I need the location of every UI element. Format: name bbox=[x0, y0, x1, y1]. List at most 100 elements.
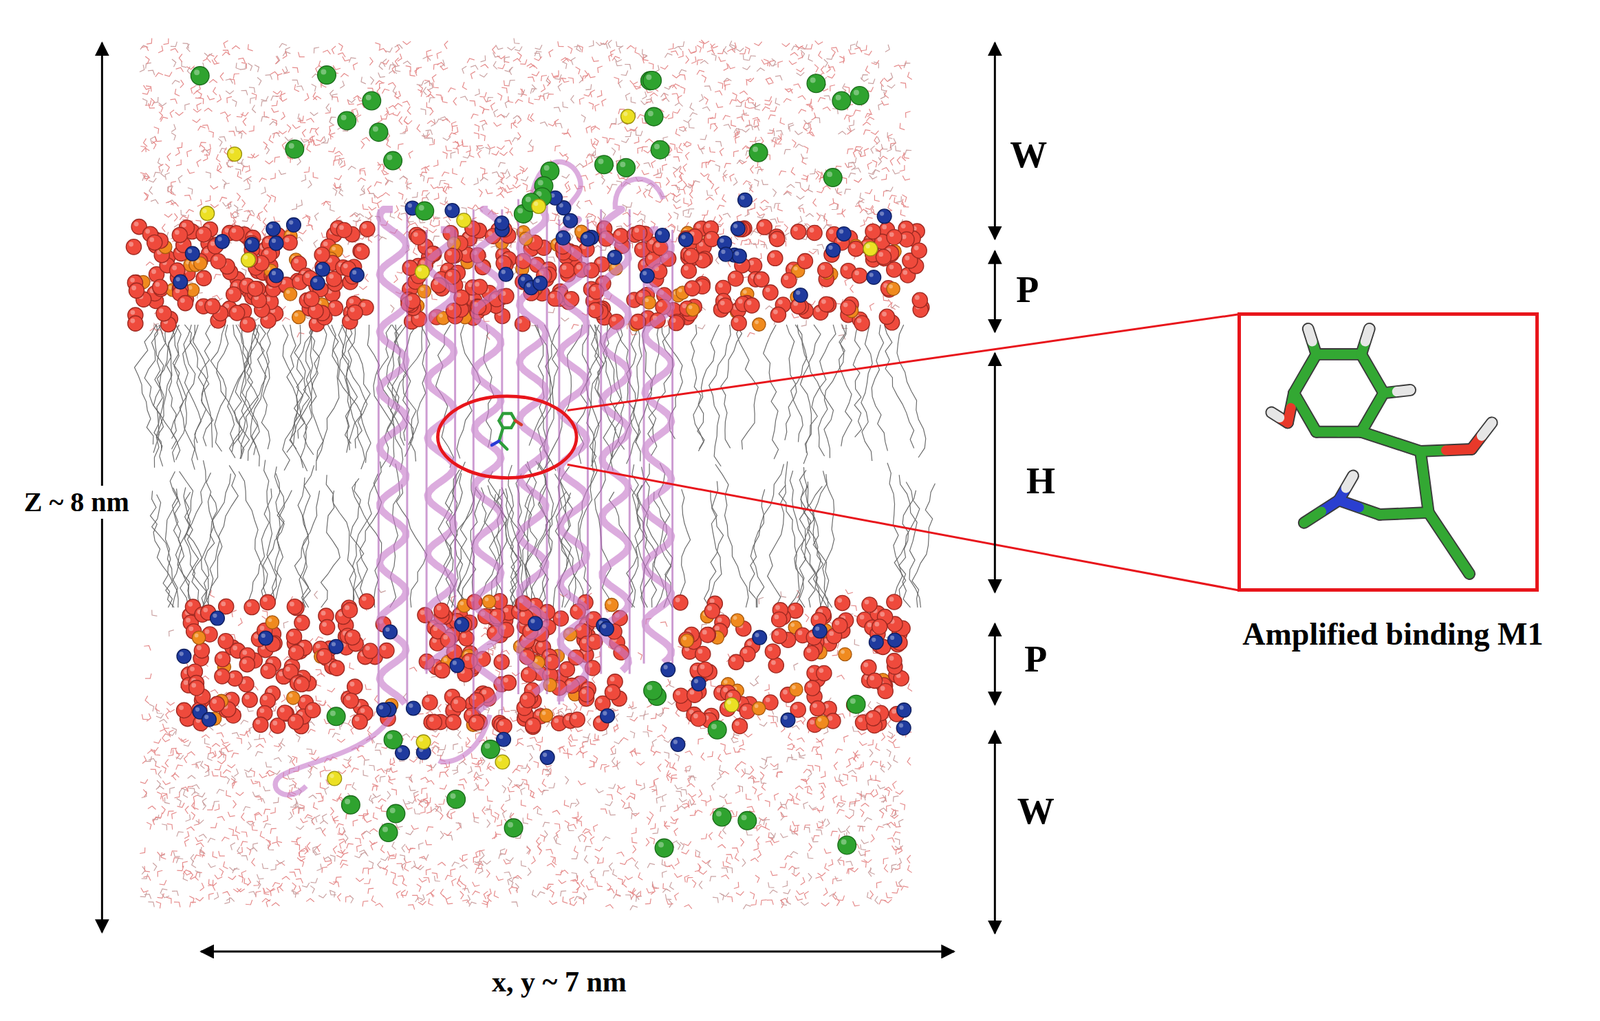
water-molecule bbox=[780, 117, 785, 125]
water-molecule bbox=[414, 68, 419, 76]
water-molecule bbox=[315, 136, 324, 142]
water-molecule bbox=[246, 176, 252, 185]
water-molecule bbox=[892, 138, 897, 146]
water-molecule bbox=[497, 92, 502, 101]
water-molecule bbox=[902, 175, 911, 181]
water-molecule bbox=[750, 165, 754, 174]
water-molecule bbox=[185, 209, 194, 214]
water-molecule bbox=[165, 163, 170, 172]
water-molecule bbox=[573, 811, 578, 818]
water-molecule bbox=[202, 58, 211, 63]
water-molecule bbox=[883, 190, 889, 197]
water-molecule bbox=[672, 74, 681, 78]
water-molecule bbox=[785, 88, 793, 94]
water-molecule bbox=[517, 89, 525, 95]
water-molecule bbox=[370, 76, 374, 85]
water-molecule bbox=[665, 177, 670, 186]
water-molecule bbox=[462, 153, 471, 158]
water-molecule bbox=[174, 213, 178, 222]
water-molecule bbox=[186, 826, 194, 831]
water-molecule bbox=[399, 176, 408, 180]
water-molecule bbox=[718, 214, 723, 223]
water-molecule bbox=[834, 776, 842, 782]
water-molecule bbox=[504, 140, 512, 146]
water-molecule bbox=[493, 61, 497, 70]
water-molecule bbox=[683, 118, 691, 123]
water-molecule bbox=[650, 92, 659, 97]
water-molecule bbox=[895, 145, 902, 151]
water-molecule bbox=[531, 71, 540, 76]
water-molecule bbox=[861, 74, 868, 80]
water-molecule bbox=[175, 147, 180, 156]
water-molecule bbox=[398, 143, 404, 150]
water-molecule bbox=[540, 84, 545, 93]
water-molecule bbox=[808, 54, 814, 62]
water-molecule bbox=[722, 193, 727, 202]
water-molecule bbox=[643, 189, 647, 198]
water-molecule bbox=[231, 835, 239, 840]
water-molecule bbox=[282, 68, 290, 74]
water-molecule bbox=[794, 130, 803, 135]
water-molecule bbox=[848, 115, 854, 123]
water-molecule bbox=[588, 72, 596, 78]
water-molecule bbox=[784, 855, 793, 860]
water-molecule bbox=[462, 81, 467, 90]
water-molecule bbox=[200, 882, 205, 891]
water-molecule bbox=[311, 83, 317, 92]
water-molecule bbox=[597, 90, 602, 97]
water-molecule bbox=[315, 827, 324, 832]
water-molecule bbox=[567, 46, 572, 54]
water-molecule bbox=[815, 40, 824, 45]
water-molecule bbox=[588, 102, 594, 110]
water-molecule bbox=[592, 126, 601, 131]
water-molecule bbox=[795, 143, 804, 148]
water-molecule bbox=[452, 147, 459, 154]
water-molecule bbox=[762, 179, 769, 185]
water-molecule bbox=[247, 44, 253, 51]
water-molecule bbox=[167, 823, 173, 829]
water-molecule bbox=[171, 80, 180, 85]
water-molecule bbox=[804, 891, 809, 900]
water-molecule bbox=[783, 98, 792, 103]
water-molecule bbox=[731, 120, 737, 127]
water-molecule bbox=[150, 98, 155, 107]
water-molecule bbox=[863, 130, 871, 135]
water-molecule bbox=[744, 119, 750, 127]
water-molecule bbox=[773, 203, 781, 209]
water-molecule bbox=[784, 232, 790, 241]
water-molecule bbox=[880, 78, 884, 87]
water-molecule bbox=[213, 87, 217, 96]
water-molecule bbox=[482, 123, 487, 131]
water-molecule bbox=[495, 44, 504, 50]
water-molecule bbox=[426, 892, 435, 897]
water-molecule bbox=[374, 42, 380, 50]
water-molecule bbox=[434, 220, 439, 227]
water-molecule bbox=[886, 144, 892, 152]
water-molecule bbox=[683, 180, 687, 190]
water-molecule bbox=[883, 857, 889, 864]
water-molecule bbox=[817, 97, 826, 103]
water-molecule bbox=[606, 185, 611, 194]
water-molecule bbox=[700, 172, 708, 177]
water-molecule bbox=[853, 178, 862, 183]
water-molecule bbox=[271, 107, 280, 113]
water-molecule bbox=[872, 169, 880, 174]
water-molecule bbox=[816, 188, 825, 193]
water-molecule bbox=[641, 169, 650, 175]
water-molecule bbox=[334, 151, 343, 155]
water-molecule bbox=[881, 100, 889, 106]
water-molecule bbox=[155, 136, 163, 142]
water-molecule bbox=[247, 63, 252, 71]
water-molecule bbox=[844, 189, 851, 194]
water-molecule bbox=[817, 244, 825, 250]
water-molecule bbox=[873, 61, 879, 69]
water-molecule bbox=[308, 180, 312, 188]
water-molecule bbox=[262, 898, 271, 902]
water-molecule bbox=[369, 828, 378, 832]
water-molecule bbox=[337, 738, 346, 743]
water-molecule bbox=[220, 112, 228, 117]
water-molecule bbox=[416, 80, 424, 86]
water-molecule bbox=[274, 156, 280, 163]
water-molecule bbox=[629, 716, 637, 721]
water-molecule bbox=[513, 38, 520, 45]
